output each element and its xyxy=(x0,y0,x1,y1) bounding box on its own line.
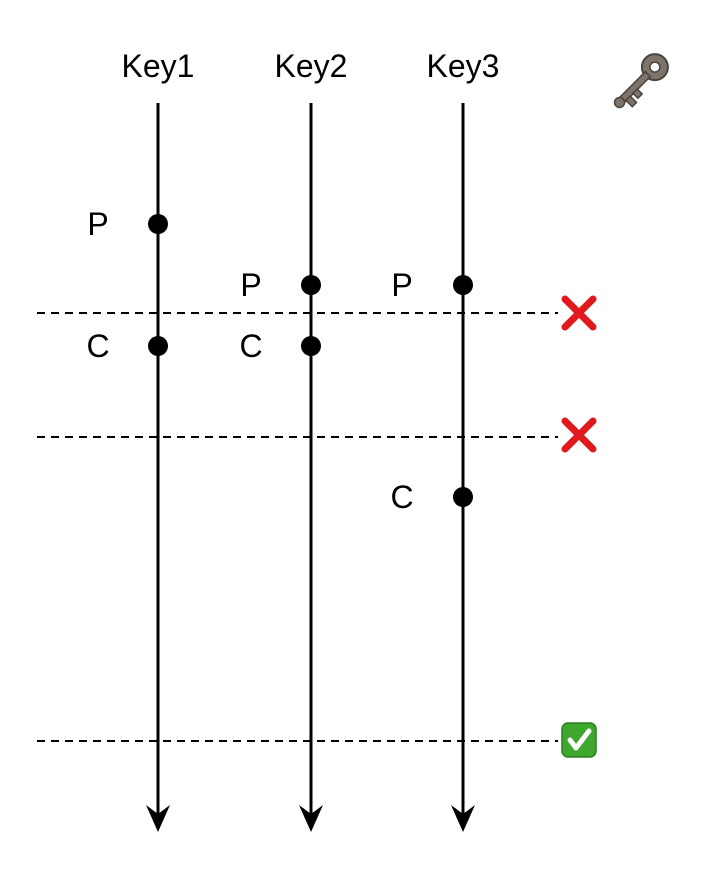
cross-mark-icon xyxy=(561,417,597,453)
event-dot-key2-c xyxy=(301,336,321,356)
arrowhead-key1 xyxy=(146,805,170,832)
arrowhead-key3 xyxy=(451,805,475,832)
event-label-key1-p: P xyxy=(87,206,108,242)
event-dot-key3-c xyxy=(453,487,473,507)
event-dot-key1-c xyxy=(148,336,168,356)
cross-mark-icon xyxy=(561,295,597,331)
event-label-key2-p: P xyxy=(240,267,261,303)
event-dot-key1-p xyxy=(148,214,168,234)
arrowhead-key2 xyxy=(299,805,323,832)
old-key-icon xyxy=(613,53,669,109)
event-label-key2-c: C xyxy=(239,328,262,364)
event-dot-key2-p xyxy=(301,275,321,295)
event-label-key1-c: C xyxy=(86,328,109,364)
key-label-3: Key3 xyxy=(427,48,500,84)
event-label-key3-c: C xyxy=(390,479,413,515)
key-label-1: Key1 xyxy=(122,48,195,84)
check-mark-icon xyxy=(561,722,597,758)
key-label-2: Key2 xyxy=(275,48,348,84)
event-label-key3-p: P xyxy=(391,267,412,303)
event-dot-key3-p xyxy=(453,275,473,295)
